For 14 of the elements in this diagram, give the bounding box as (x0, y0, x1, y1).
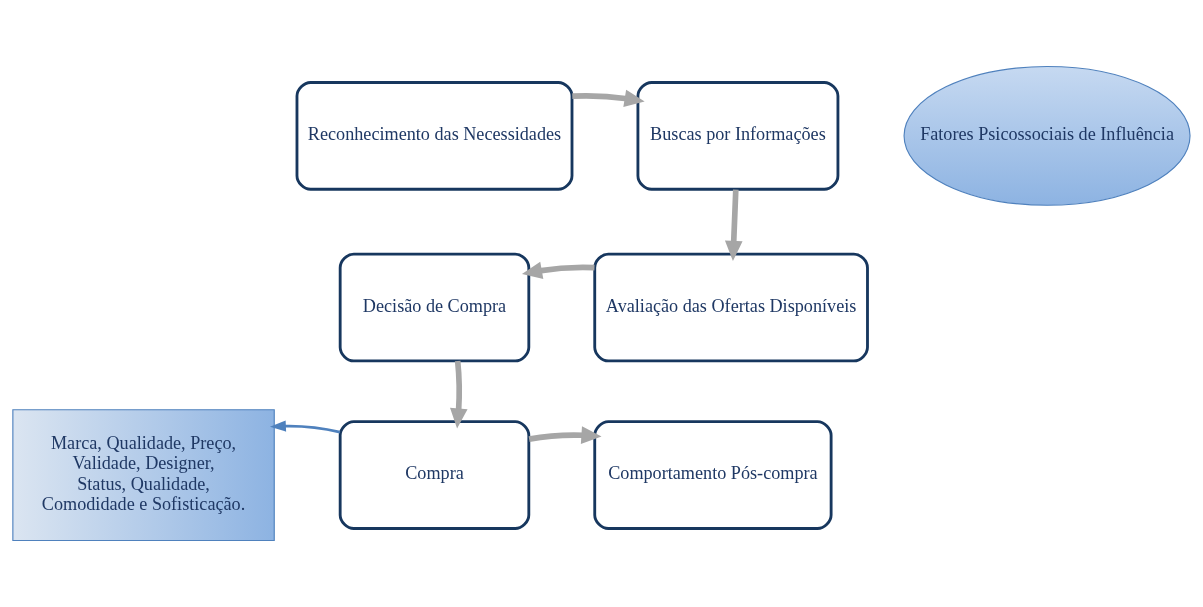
node-box: Compra (338, 420, 531, 530)
arrow (450, 360, 468, 429)
arrow (724, 189, 743, 262)
arrow (528, 426, 602, 444)
node-box: Avaliação das Ofertas Disponíveis (593, 252, 869, 363)
arrow (269, 420, 341, 434)
node-box: Marca, Qualidade, Preço, Validade, Designer, Status, Qualidade, Comodidade e Sofisticação. (12, 409, 275, 542)
node-box: Decisão de Compra (338, 252, 531, 363)
node-box: Comportamento Pós-compra (593, 420, 833, 530)
node-ellipse: Fatores Psicossociais de Influência (903, 66, 1191, 206)
arrow (521, 261, 595, 280)
node-box: Reconhecimento das Necessidades (295, 81, 574, 191)
arrow (572, 89, 645, 108)
node-box: Buscas por Informações (636, 81, 840, 191)
